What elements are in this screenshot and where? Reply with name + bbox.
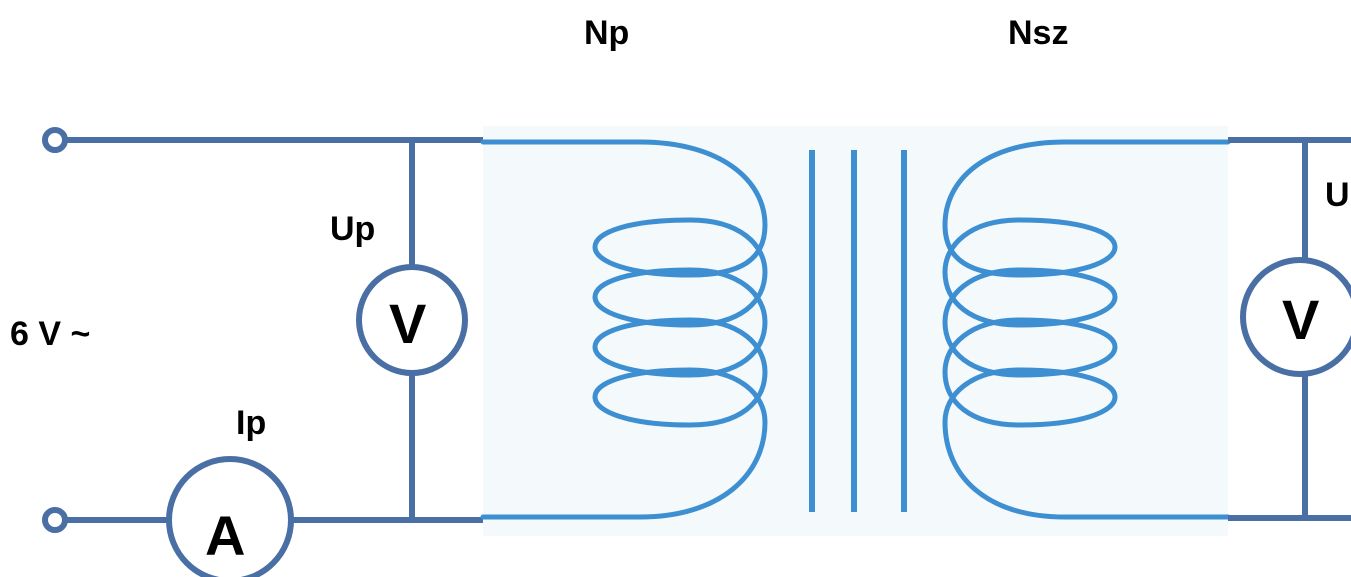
voltmeter-primary-letter: V — [389, 292, 427, 355]
iron-core-icon — [809, 150, 907, 512]
secondary-coil-icon — [942, 139, 1231, 520]
primary-current-label: Ip — [236, 404, 267, 442]
secondary-turns-label: Nsz — [1008, 14, 1069, 52]
ammeter-letter: A — [205, 504, 246, 567]
source-voltage-label: 6 V ~ — [10, 315, 91, 353]
voltmeter-secondary-letter: V — [1282, 288, 1320, 351]
input-terminal-bottom-icon — [42, 507, 68, 533]
voltmeter-primary-icon — [356, 264, 468, 376]
primary-voltage-label: Up — [330, 210, 376, 248]
ammeter-icon — [166, 456, 294, 577]
input-terminal-top-icon — [42, 127, 68, 153]
primary-turns-label: Np — [584, 14, 630, 52]
secondary-voltage-label: U — [1325, 176, 1350, 214]
primary-coil-icon — [480, 139, 768, 520]
voltmeter-secondary-icon — [1240, 257, 1351, 377]
